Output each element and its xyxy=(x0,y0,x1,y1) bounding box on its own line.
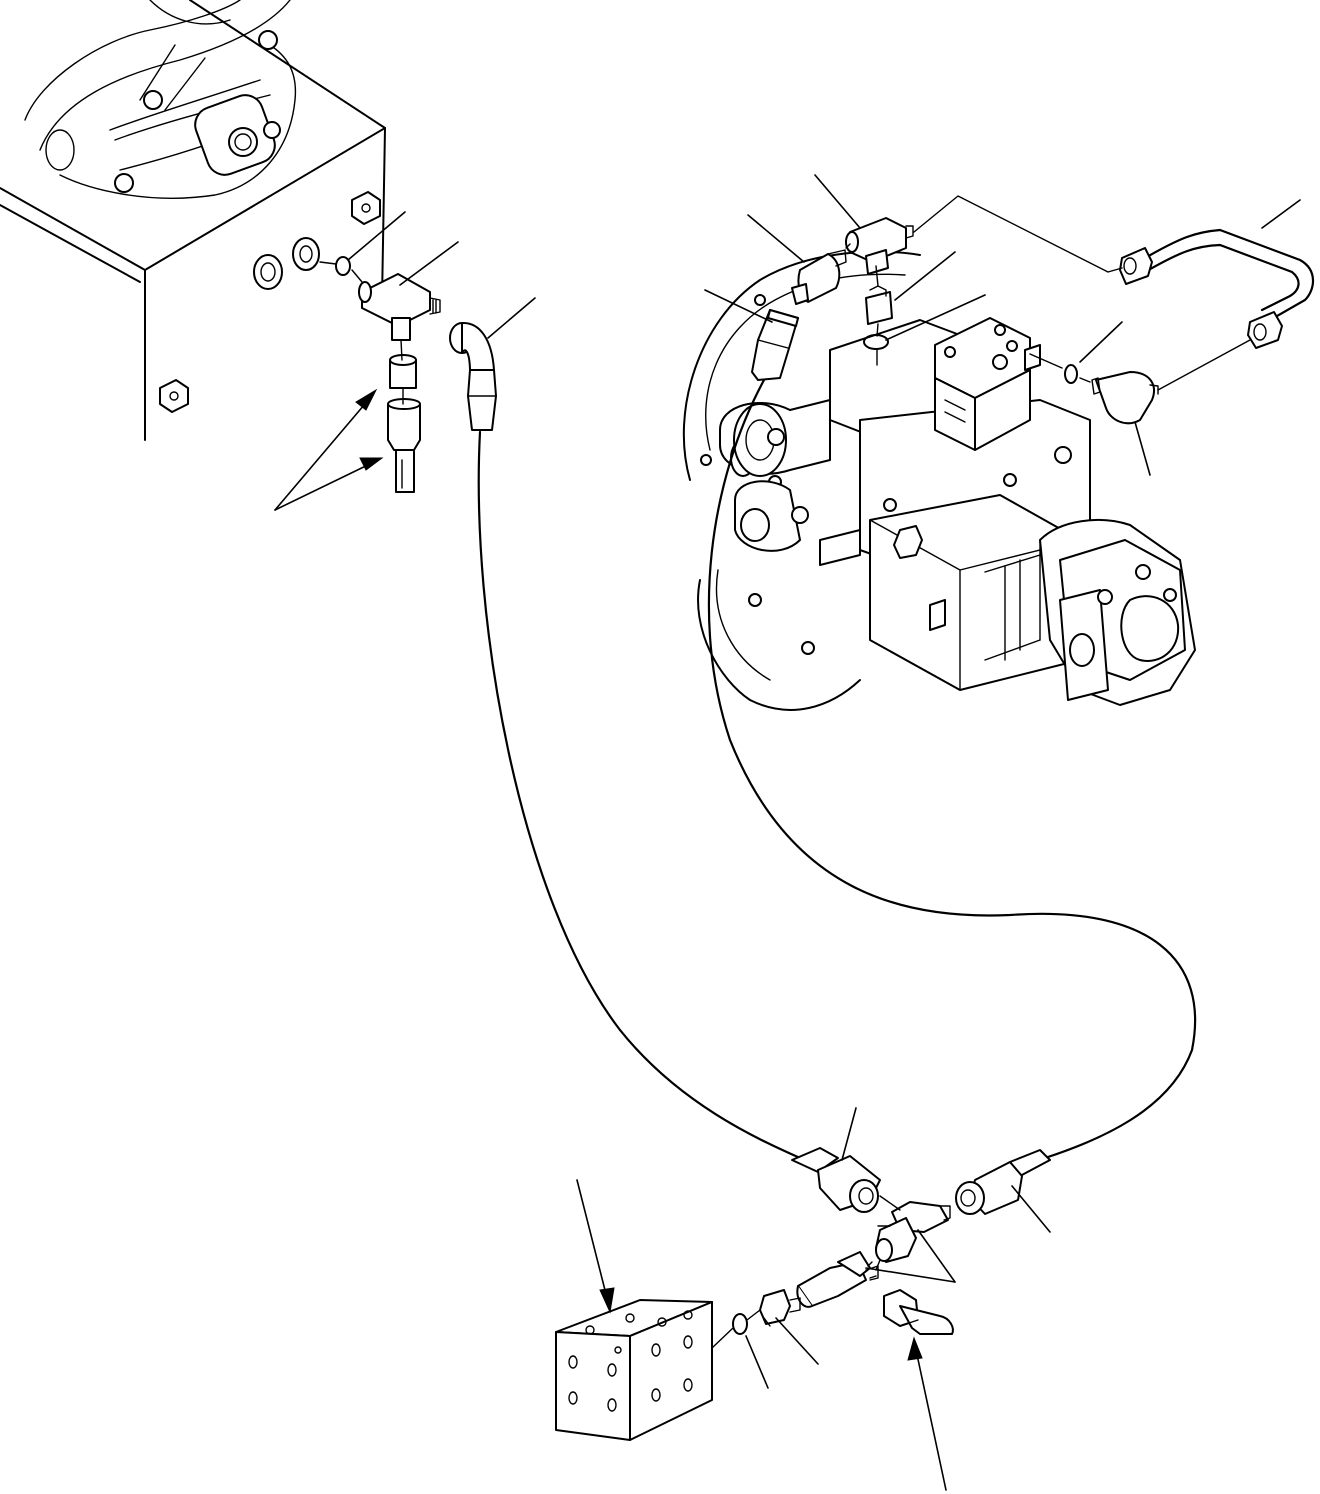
tank-port-rings xyxy=(253,237,320,290)
tank-tee-fitting xyxy=(358,273,441,341)
main-pump xyxy=(682,250,1196,711)
tank-bolt-2 xyxy=(159,379,189,413)
pump-elbow-fitting xyxy=(791,249,847,305)
pump-tee-fitting xyxy=(845,217,914,275)
tank-adapter-nut xyxy=(389,354,417,389)
manifold-upper-tee xyxy=(875,1201,951,1263)
manifold-block xyxy=(555,1299,713,1441)
tank-pump-head xyxy=(24,0,297,199)
hose-pump-to-manifold xyxy=(707,378,1197,1160)
tank-bolt-1 xyxy=(351,191,381,225)
metal-pipe xyxy=(1119,228,1315,349)
pump-hose-end xyxy=(751,309,799,381)
tank-o-ring xyxy=(335,256,351,276)
manifold-o-ring xyxy=(732,1313,748,1335)
manifold-hose-end-left xyxy=(791,1147,881,1213)
hydraulic-tank xyxy=(0,0,386,441)
pump-o-ring-right xyxy=(1064,364,1078,384)
leader-lines xyxy=(274,174,1301,1491)
pump-adapter-nut xyxy=(865,285,893,325)
manifold-lower-tee xyxy=(796,1251,879,1308)
tank-pressure-sensor xyxy=(387,398,421,493)
tank-hose-elbow xyxy=(449,321,495,373)
manifold-hose-end-right xyxy=(955,1149,1051,1215)
tank-hose-end xyxy=(467,369,497,431)
hose-tank-to-manifold xyxy=(477,430,802,1160)
manifold-adapter xyxy=(759,1289,801,1327)
pump-right-elbow xyxy=(1091,371,1159,425)
manifold-pressure-sensor xyxy=(883,1289,954,1335)
pump-o-ring xyxy=(863,334,889,350)
